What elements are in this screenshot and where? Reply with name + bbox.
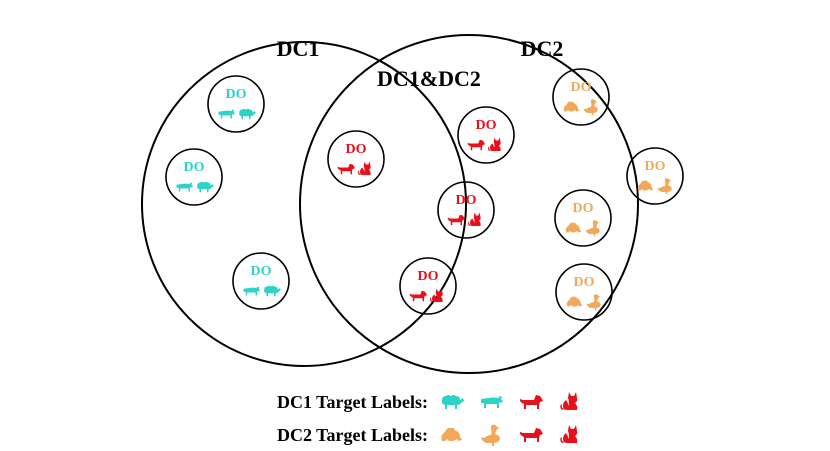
do-node-circle bbox=[554, 189, 612, 247]
dc1-label: DC1 bbox=[277, 36, 320, 61]
do-node: DO bbox=[552, 68, 610, 126]
frog-icon bbox=[637, 180, 654, 191]
do-node-label: DO bbox=[573, 201, 594, 216]
do-node: DO bbox=[626, 147, 684, 205]
dog-icon bbox=[447, 214, 465, 226]
do-node-circle bbox=[165, 148, 223, 206]
duck-icon bbox=[657, 178, 672, 195]
do-node-label: DO bbox=[346, 142, 367, 157]
legend-row-label: DC2 Target Labels: bbox=[277, 425, 428, 445]
do-node-circle bbox=[457, 106, 515, 164]
dog-icon bbox=[520, 428, 543, 442]
dog-icon bbox=[409, 290, 427, 302]
do-node: DO bbox=[437, 181, 495, 239]
do-node-circle bbox=[399, 257, 457, 315]
duck-icon bbox=[583, 99, 598, 116]
cat-icon bbox=[358, 161, 371, 175]
dc2-circle bbox=[299, 34, 639, 374]
do-node-circle bbox=[552, 68, 610, 126]
dc1-circle bbox=[141, 41, 467, 367]
frog-icon bbox=[565, 222, 582, 233]
cow-icon bbox=[243, 286, 260, 296]
dog-icon bbox=[467, 139, 485, 151]
cat-icon bbox=[430, 288, 443, 302]
legend-row-label: DC1 Target Labels: bbox=[277, 392, 428, 412]
do-node-circle bbox=[207, 75, 265, 133]
do-node-label: DO bbox=[574, 275, 595, 290]
frog-icon bbox=[563, 101, 580, 112]
dog-icon bbox=[337, 163, 355, 175]
do-node-circle bbox=[232, 252, 290, 310]
cat-icon bbox=[468, 212, 481, 226]
do-node-label: DO bbox=[476, 118, 497, 133]
frog-icon bbox=[566, 296, 583, 307]
do-node-label: DO bbox=[645, 159, 666, 174]
node-group: DO DO DO DO DO DO DO DO DO DO DO bbox=[165, 68, 684, 321]
do-node: DO bbox=[327, 130, 385, 188]
do-node: DO bbox=[457, 106, 515, 164]
do-node-label: DO bbox=[251, 264, 272, 279]
do-node: DO bbox=[232, 252, 290, 310]
do-node-label: DO bbox=[456, 193, 477, 208]
legend: DC1 Target Labels: DC2 Target Labels: bbox=[277, 392, 578, 446]
do-node-circle bbox=[555, 263, 613, 321]
do-node: DO bbox=[207, 75, 265, 133]
do-node: DO bbox=[554, 189, 612, 247]
duck-icon bbox=[481, 424, 500, 446]
sheep-icon bbox=[239, 108, 256, 120]
do-node: DO bbox=[399, 257, 457, 315]
sheep-icon bbox=[264, 285, 281, 297]
duck-icon bbox=[585, 220, 600, 237]
dog-icon bbox=[520, 395, 543, 409]
do-node-circle bbox=[327, 130, 385, 188]
cow-icon bbox=[176, 182, 193, 192]
sheep-icon bbox=[197, 181, 214, 193]
dc2-label: DC2 bbox=[521, 36, 564, 61]
intersection-label: DC1&DC2 bbox=[377, 66, 481, 91]
duck-icon bbox=[586, 294, 601, 311]
do-node-label: DO bbox=[418, 269, 439, 284]
do-node-circle bbox=[437, 181, 495, 239]
sheep-icon bbox=[441, 395, 464, 409]
do-node-circle bbox=[626, 147, 684, 205]
do-node-label: DO bbox=[184, 160, 205, 175]
frog-icon bbox=[441, 427, 462, 441]
cat-icon bbox=[488, 137, 501, 151]
do-node: DO bbox=[165, 148, 223, 206]
cow-icon bbox=[481, 396, 503, 408]
do-node-label: DO bbox=[571, 80, 592, 95]
do-node-label: DO bbox=[226, 87, 247, 102]
cat-icon bbox=[560, 392, 578, 410]
cat-icon bbox=[560, 425, 578, 443]
cow-icon bbox=[218, 109, 235, 119]
do-node: DO bbox=[555, 263, 613, 321]
